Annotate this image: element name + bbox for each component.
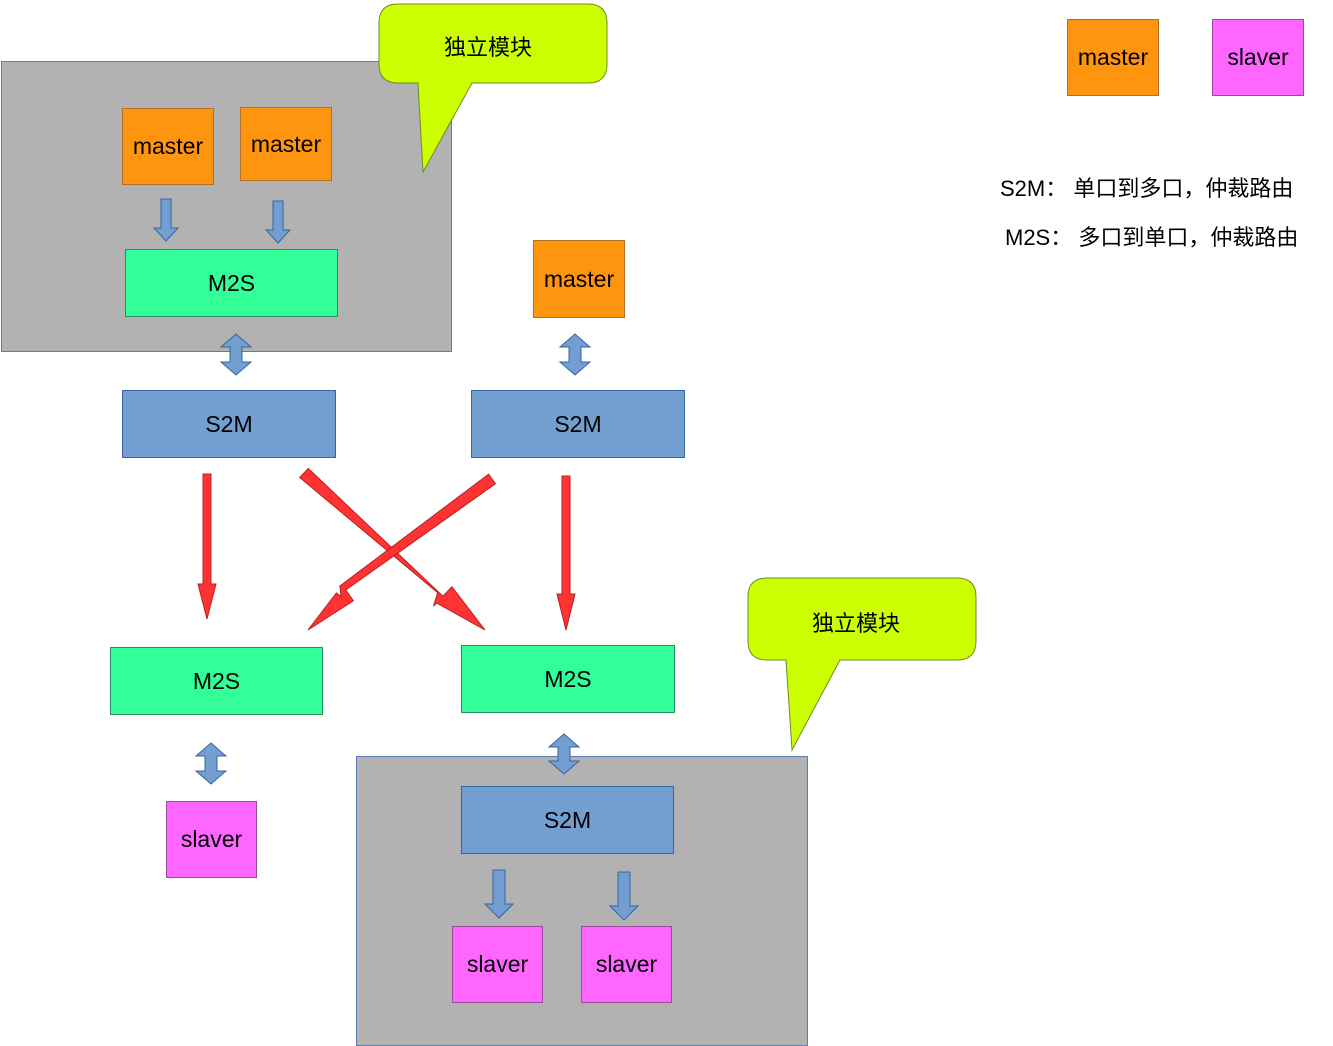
m2s-right: M2S	[461, 645, 675, 713]
top-group-master-2: master	[240, 107, 332, 181]
s2m-right: S2M	[471, 390, 685, 458]
top-callout-bubble	[378, 3, 608, 174]
legend-m2s-note: M2S： 多口到单口，仲裁路由	[1005, 225, 1299, 250]
route-arrow-straight-left	[197, 473, 217, 620]
slaver-left: slaver	[166, 801, 257, 878]
bottom-callout-bubble	[747, 577, 977, 752]
down-arrow-icon	[608, 871, 640, 921]
right-master: master	[533, 240, 625, 318]
double-arrow-icon	[547, 733, 581, 775]
legend-master: master	[1067, 19, 1159, 96]
m2s-left: M2S	[110, 647, 323, 715]
bottom-group-s2m: S2M	[461, 786, 674, 854]
top-group-master-1: master	[122, 108, 214, 185]
top-callout-label: 独立模块	[444, 35, 533, 60]
double-arrow-icon	[558, 333, 592, 376]
legend-slaver: slaver	[1212, 19, 1304, 96]
route-arrow-cross-to-left	[307, 473, 497, 631]
down-arrow-icon	[483, 869, 515, 919]
legend-s2m-note: S2M： 单口到多口，仲裁路由	[1000, 176, 1294, 201]
route-arrow-straight-right	[556, 475, 576, 631]
bottom-callout-label: 独立模块	[812, 611, 901, 636]
down-arrow-icon	[264, 200, 292, 244]
bottom-group-slaver-1: slaver	[452, 926, 543, 1003]
top-group-m2s: M2S	[125, 249, 338, 317]
down-arrow-icon	[152, 198, 180, 242]
double-arrow-icon	[219, 333, 253, 376]
double-arrow-icon	[194, 742, 228, 785]
s2m-left: S2M	[122, 390, 336, 458]
bottom-group-slaver-2: slaver	[581, 926, 672, 1003]
